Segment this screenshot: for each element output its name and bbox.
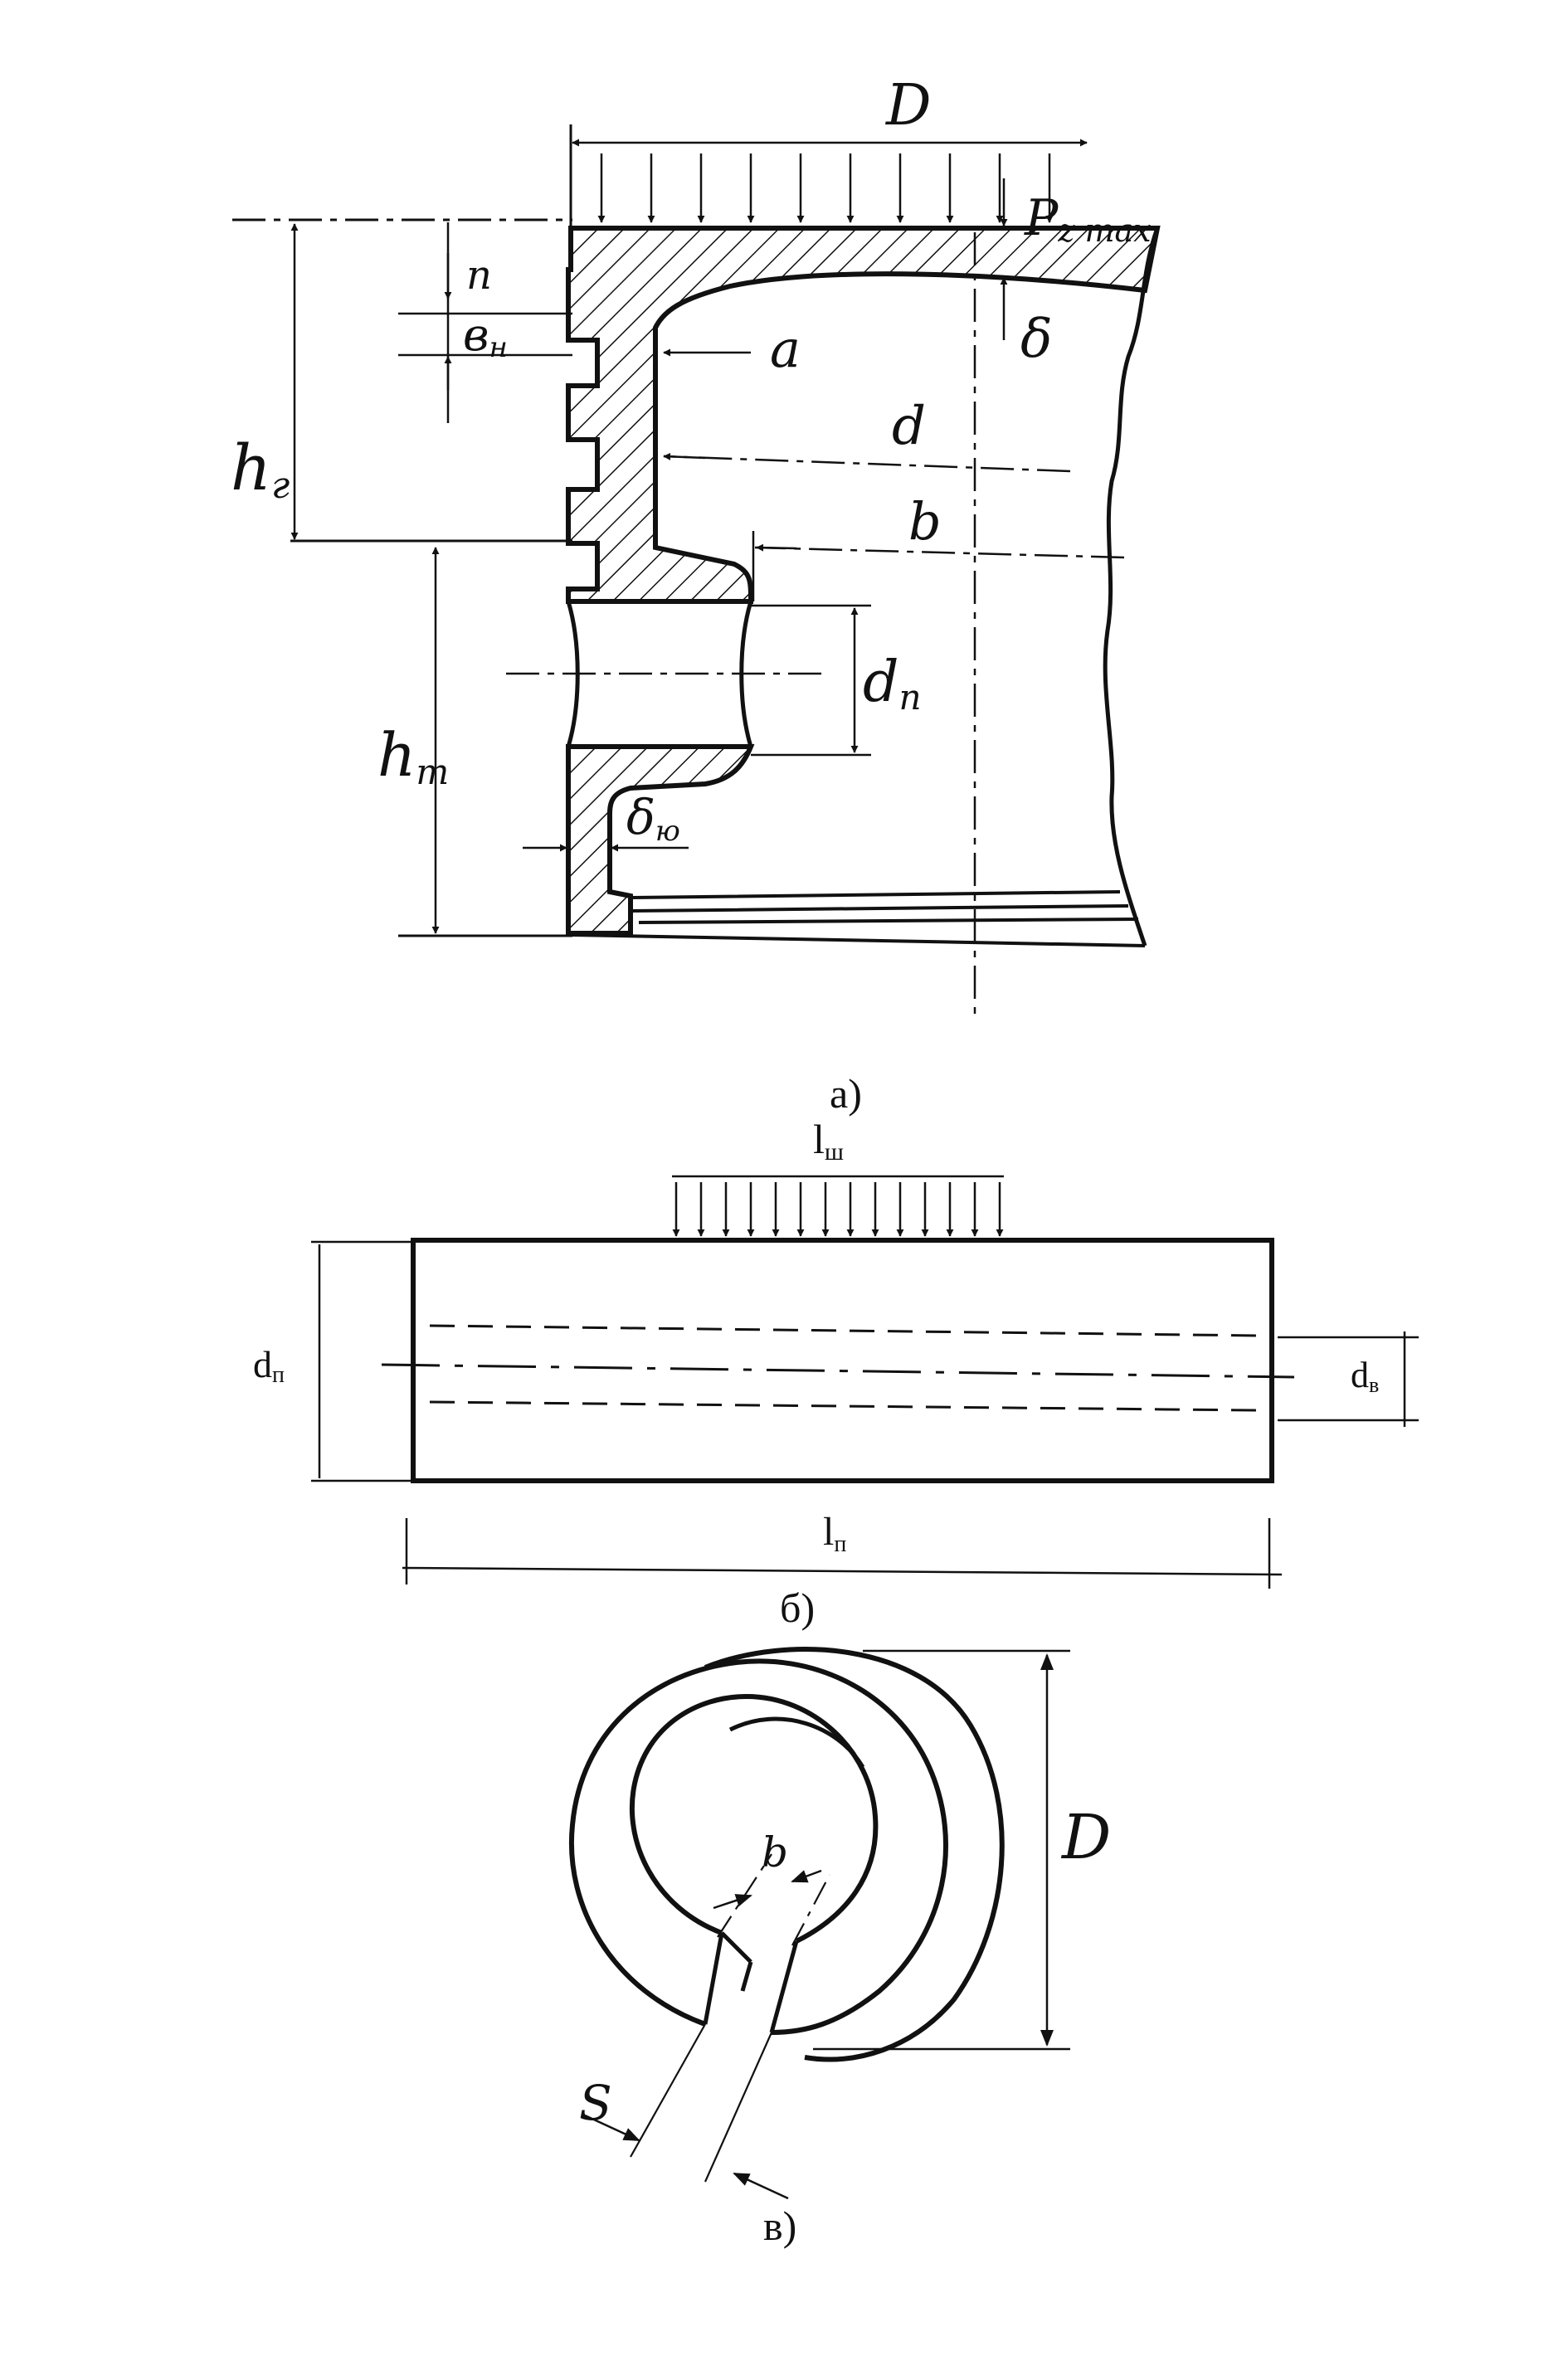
piston-crown <box>566 226 1161 604</box>
pin-bore-top <box>429 1324 1258 1337</box>
dim-S-right <box>733 2172 789 2200</box>
break-line <box>1103 227 1160 947</box>
caption-c: в) <box>763 2203 796 2249</box>
label-ht: hт <box>377 720 449 792</box>
b-c-ext-2 <box>791 1874 830 1946</box>
figure-c-piston-ring: b S D в) <box>568 1647 1111 2249</box>
skirt-groove <box>572 890 1146 947</box>
ring-gap <box>703 1931 799 2033</box>
label-pmax: Pz max <box>1024 189 1152 249</box>
label-n: n <box>466 252 492 299</box>
label-a: a <box>770 319 801 379</box>
ring-inner-edge <box>629 1693 879 1944</box>
label-D-c: D <box>1060 1802 1111 1873</box>
pin-load-arrows <box>672 1182 1004 1237</box>
leader-d <box>663 455 1071 473</box>
S-ext-right <box>704 2032 773 2183</box>
label-delta: δ <box>1020 309 1053 370</box>
label-dp: dп <box>863 650 922 718</box>
piston-boss-and-skirt <box>566 744 755 936</box>
label-delta-yu: δю <box>626 789 680 848</box>
ring-mid-contour <box>728 1716 865 1769</box>
caption-a: а) <box>830 1070 862 1117</box>
pin-axis-b <box>381 1363 1295 1379</box>
leader-b <box>754 546 1125 559</box>
label-S: S <box>579 2075 612 2131</box>
label-d: d <box>892 396 926 457</box>
leader-d-arrow <box>663 452 706 460</box>
label-vn: вн <box>463 309 508 364</box>
S-ext-left <box>630 2023 706 2158</box>
dim-lp <box>402 1566 1283 1576</box>
caption-b: б) <box>780 1584 815 1631</box>
pressure-load-arrows <box>597 153 1054 223</box>
pin-bore-bottom <box>429 1400 1258 1412</box>
dim-b-c-left <box>713 1894 752 1910</box>
dim-S-left <box>584 2114 640 2142</box>
pin-body <box>411 1238 1274 1483</box>
label-lp: lп <box>823 1510 846 1557</box>
figure-a-piston-section: D Pz max δ hг n вн a d b dп <box>231 73 1161 1117</box>
label-dp-b: dп <box>253 1343 285 1388</box>
label-b: b <box>908 491 942 552</box>
label-lsh: lш <box>813 1116 844 1166</box>
label-dv: dв <box>1351 1355 1379 1397</box>
label-hg: hг <box>231 431 290 507</box>
ring-back-edge <box>704 1647 1005 2062</box>
dim-b-c-right <box>791 1869 822 1883</box>
label-D: D <box>884 73 932 139</box>
label-b-c: b <box>762 1828 788 1877</box>
ring-outer-edge <box>568 1658 948 2035</box>
figure-b-piston-pin: lш dп dв lп б) <box>253 1116 1419 1631</box>
